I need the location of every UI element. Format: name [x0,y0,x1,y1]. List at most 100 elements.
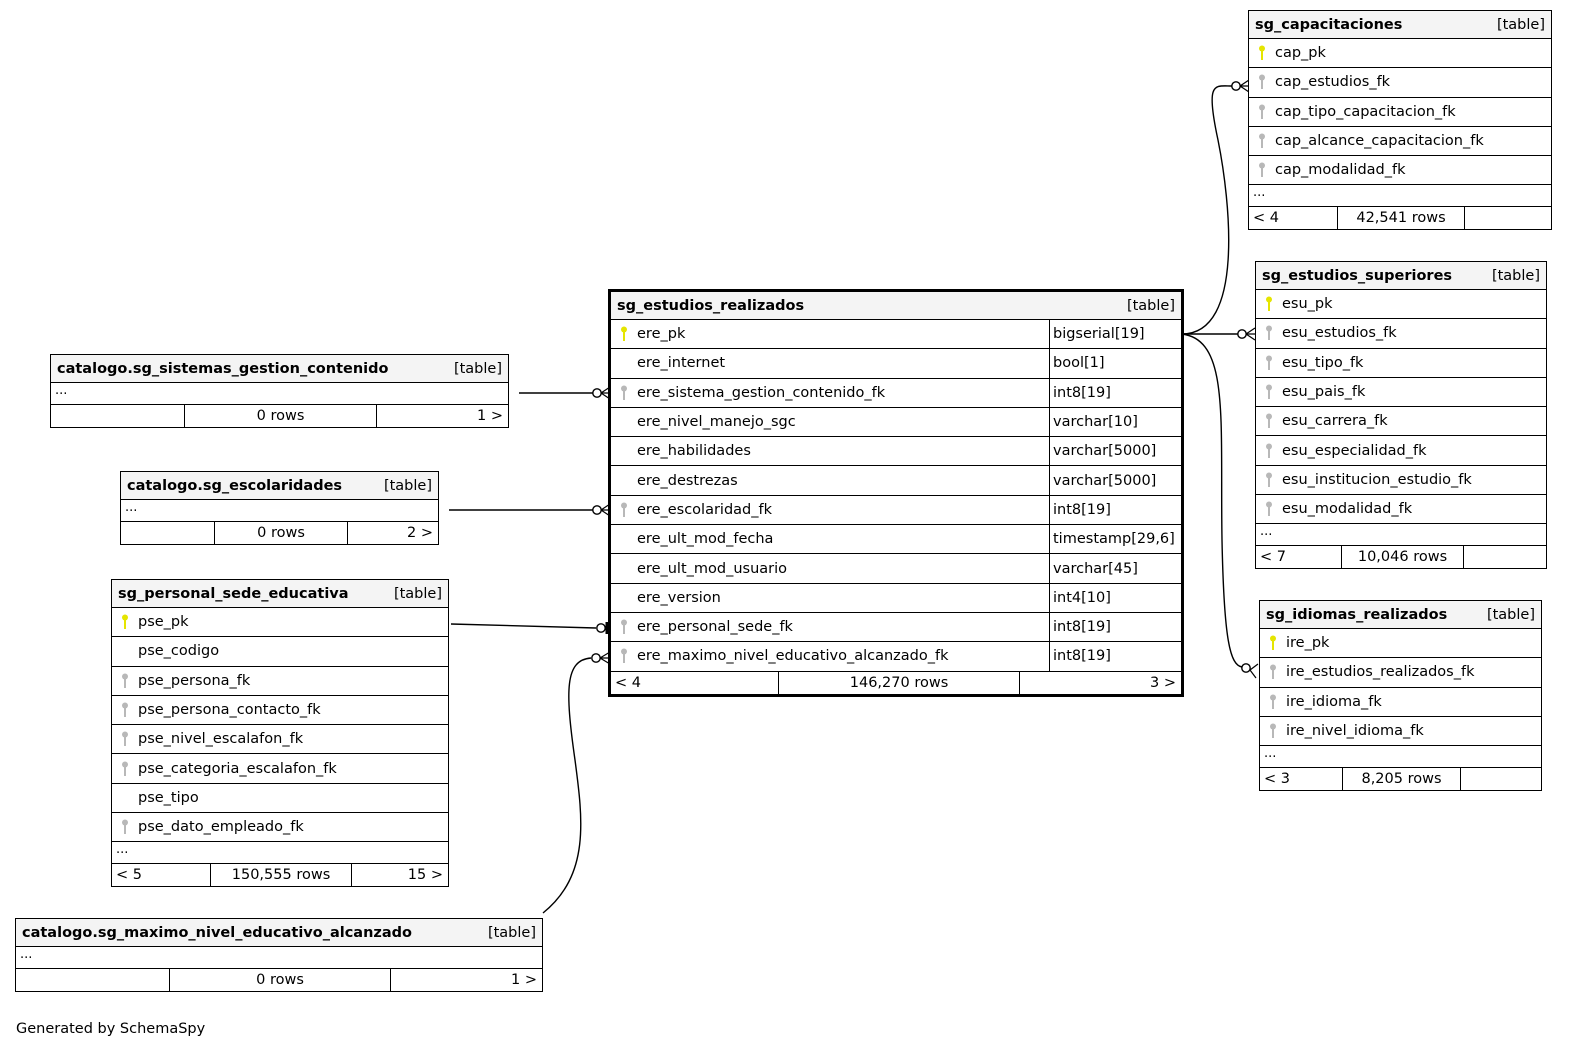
column-name[interactable]: esu_carrera_fk [1282,413,1388,430]
table-header[interactable]: sg_estudios_superiores[table] [1256,262,1546,290]
column-name[interactable]: pse_persona_fk [138,672,251,689]
column-row[interactable]: pse_persona_contacto_fk [112,696,448,726]
column-name[interactable]: cap_estudios_fk [1275,74,1391,91]
column-name[interactable]: pse_tipo [138,789,199,806]
table-header[interactable]: sg_idiomas_realizados[table] [1260,601,1541,629]
column-row[interactable]: esu_institucion_estudio_fk [1256,466,1546,496]
table-name[interactable]: sg_capacitaciones [1255,16,1403,33]
table-sg-estudios-superiores[interactable]: sg_estudios_superiores[table] esu_pk esu_e… [1255,261,1547,570]
column-name[interactable]: ere_destrezas [637,472,738,489]
column-row[interactable]: cap_tipo_capacitacion_fk [1249,98,1551,127]
parent-count-link[interactable]: < 3 [1264,771,1290,788]
column-name[interactable]: ire_idioma_fk [1286,693,1382,710]
column-row[interactable]: pse_categoria_escalafon_fk [112,754,448,784]
column-name[interactable]: pse_codigo [138,643,220,660]
table-name[interactable]: catalogo.sg_maximo_nivel_educativo_alcan… [22,924,412,941]
column-row[interactable]: esu_tipo_fk [1256,349,1546,378]
table-name[interactable]: sg_estudios_realizados [617,297,805,314]
parent-count-link[interactable] [51,405,184,427]
table-sg-idiomas-realizados[interactable]: sg_idiomas_realizados[table] ire_pk ire_es… [1259,600,1542,792]
child-count-link[interactable] [1464,546,1546,568]
column-name[interactable]: esu_estudios_fk [1282,325,1397,342]
column-row[interactable]: pse_nivel_escalafon_fk [112,725,448,755]
column-row[interactable]: ire_nivel_idioma_fk [1260,717,1541,747]
child-count-link[interactable] [1465,207,1551,229]
column-row[interactable]: pse_pk [112,608,448,638]
column-row[interactable]: esu_modalidad_fk [1256,495,1546,525]
column-name[interactable]: pse_pk [138,614,189,631]
table-name[interactable]: catalogo.sg_sistemas_gestion_contenido [57,360,389,377]
table-name[interactable]: sg_idiomas_realizados [1266,606,1448,623]
table-header[interactable]: catalogo.sg_escolaridades[table] [121,472,438,500]
table-header[interactable]: sg_estudios_realizados[table] [611,292,1181,320]
column-row[interactable]: cap_estudios_fk [1249,68,1551,98]
column-name[interactable]: ere_version [637,589,721,606]
column-name[interactable]: ere_sistema_gestion_contenido_fk [637,384,886,401]
table-header[interactable]: catalogo.sg_sistemas_gestion_contenido[t… [51,355,508,383]
child-count-link[interactable]: 3 > [1150,674,1176,691]
column-name[interactable]: ire_pk [1286,635,1330,652]
column-row[interactable]: ire_idioma_fk [1260,688,1541,717]
child-count-link[interactable]: 15 > [407,867,443,884]
column-name[interactable]: esu_institucion_estudio_fk [1282,471,1472,488]
child-count-link[interactable]: 1 > [511,972,537,988]
table-name[interactable]: catalogo.sg_escolaridades [127,477,343,494]
column-name[interactable]: pse_dato_empleado_fk [138,819,304,836]
column-name[interactable]: ere_internet [637,355,726,372]
column-row[interactable]: esu_carrera_fk [1256,407,1546,437]
column-row[interactable]: cap_alcance_capacitacion_fk [1249,127,1551,157]
column-name[interactable]: pse_nivel_escalafon_fk [138,731,304,748]
column-name[interactable]: ere_pk [637,326,686,343]
column-name[interactable]: esu_especialidad_fk [1282,442,1427,459]
column-row[interactable]: esu_pk [1256,290,1546,320]
column-row[interactable]: ire_estudios_realizados_fk [1260,658,1541,688]
column-name[interactable]: ere_ult_mod_usuario [637,560,788,577]
column-row[interactable]: cap_pk [1249,39,1551,69]
parent-count-link[interactable]: < 5 [116,867,142,884]
parent-count-link[interactable]: < 7 [1260,549,1286,566]
column-name[interactable]: cap_tipo_capacitacion_fk [1275,103,1456,120]
column-name[interactable]: ere_maximo_nivel_educativo_alcanzado_fk [637,648,949,665]
table-name[interactable]: sg_personal_sede_educativa [118,585,349,602]
column-row[interactable]: esu_pais_fk [1256,378,1546,408]
column-name[interactable]: esu_pk [1282,296,1333,313]
column-name[interactable]: pse_persona_contacto_fk [138,702,321,719]
column-row[interactable]: pse_persona_fk [112,667,448,696]
column-name[interactable]: ire_nivel_idioma_fk [1286,723,1424,740]
table-catalogo-sg-escolaridades[interactable]: catalogo.sg_escolaridades[table]...0 row… [120,471,439,545]
column-row[interactable]: esu_estudios_fk [1256,319,1546,349]
column-row[interactable]: pse_tipo [112,784,448,814]
child-count-link[interactable]: 2 > [407,525,433,541]
column-name[interactable]: esu_tipo_fk [1282,354,1364,371]
column-name[interactable]: cap_alcance_capacitacion_fk [1275,133,1484,150]
column-row[interactable]: ire_pk [1260,629,1541,659]
table-catalogo-sg-maximo-nivel-educativo-alcanzado[interactable]: catalogo.sg_maximo_nivel_educativo_alcan… [15,918,543,992]
column-row[interactable]: cap_modalidad_fk [1249,156,1551,186]
column-name[interactable]: cap_pk [1275,45,1326,62]
table-header[interactable]: catalogo.sg_maximo_nivel_educativo_alcan… [16,919,542,947]
parent-count-link[interactable] [121,522,214,544]
column-name[interactable]: esu_pais_fk [1282,384,1366,401]
table-header[interactable]: sg_personal_sede_educativa[table] [112,580,448,608]
child-count-link[interactable] [1461,768,1541,790]
column-name[interactable]: esu_modalidad_fk [1282,501,1413,518]
table-name[interactable]: sg_estudios_superiores [1262,267,1453,284]
column-row[interactable]: pse_codigo [112,637,448,667]
column-name[interactable]: ire_estudios_realizados_fk [1286,664,1475,681]
column-name[interactable]: cap_modalidad_fk [1275,162,1406,179]
column-name[interactable]: ere_personal_sede_fk [637,619,793,636]
column-name[interactable]: pse_categoria_escalafon_fk [138,760,337,777]
